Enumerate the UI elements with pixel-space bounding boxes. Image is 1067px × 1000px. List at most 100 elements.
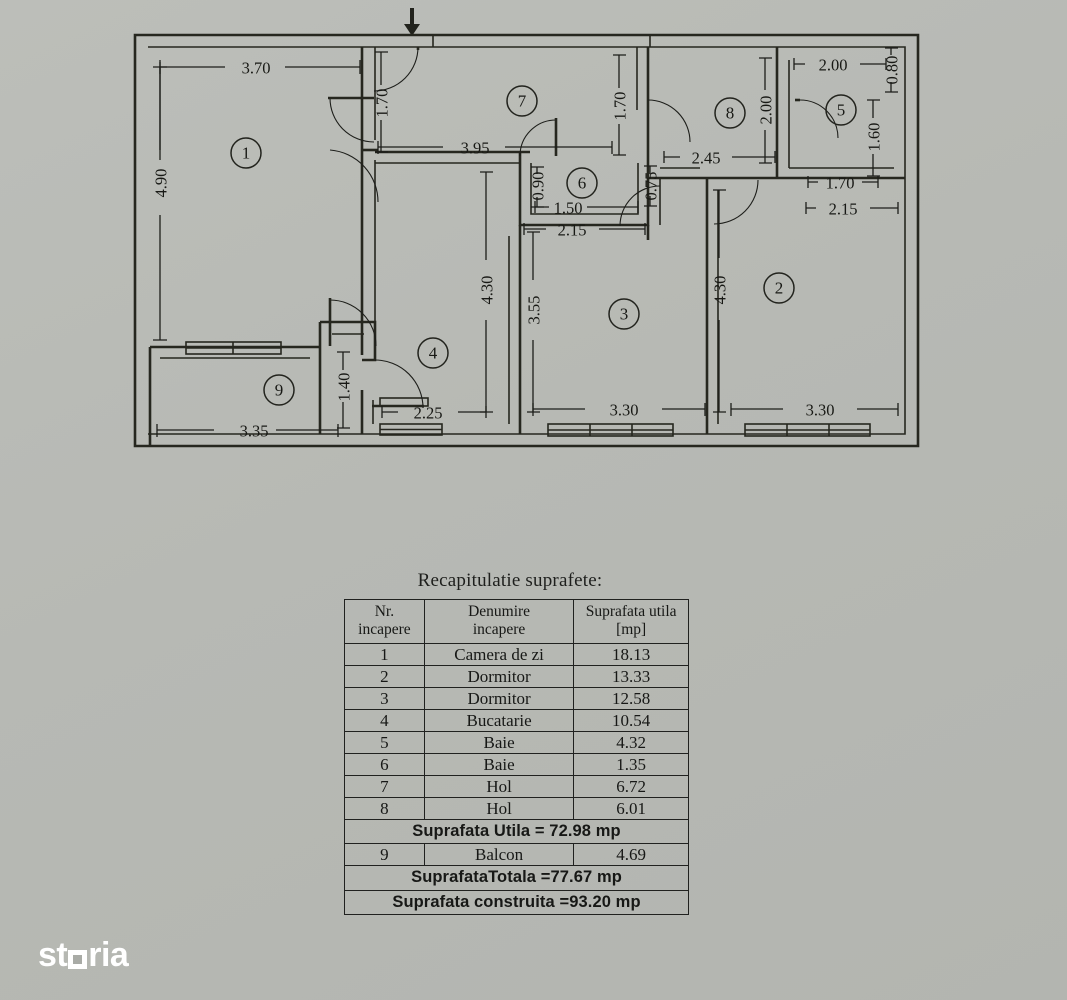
dimension-0-90: 0.90	[529, 166, 548, 208]
table-row: 2 Dormitor 13.33	[344, 664, 689, 688]
room-number-2: 2	[763, 272, 795, 304]
room-label: 6	[578, 174, 587, 193]
room-label: 5	[837, 101, 846, 120]
row-nr: 9	[344, 843, 425, 867]
dimension-value: 2.15	[829, 200, 858, 219]
room-number-9: 9	[263, 374, 295, 406]
row-name: Hol	[423, 774, 575, 798]
row-area: 10.54	[573, 708, 689, 732]
recap-title: Recapitulatie suprafete:	[417, 570, 603, 591]
dimension-3-55: 3.55	[525, 231, 544, 413]
row-nr: 7	[344, 774, 425, 798]
storia-text-ria: ria	[88, 936, 129, 974]
dimension-1-60: 1.60	[865, 99, 884, 177]
windows	[185, 341, 871, 437]
dimension-1-70-a: 1.70	[373, 51, 392, 153]
dimension-2-15-b: 2.15	[805, 200, 899, 219]
row-name: Dormitor	[423, 664, 575, 688]
recap-section: Recapitulatie suprafete: Nr. incapere De…	[330, 570, 690, 916]
recap-table-body: 1 Camera de zi 18.13 2 Dormitor 13.33 3 …	[344, 642, 689, 916]
dimension-value: 2.00	[757, 96, 776, 125]
dimension-value: 3.55	[525, 296, 544, 325]
total-row: SuprafataTotala =77.67 mp	[344, 865, 689, 891]
row-nr: 5	[344, 730, 425, 754]
table-row-balcony: 9 Balcon 4.69	[344, 843, 689, 867]
room-number-8: 8	[714, 97, 746, 129]
subtotal-utila-row: Suprafata Utila = 72.98 mp	[344, 818, 689, 845]
room-number-1: 1	[230, 137, 262, 169]
dimension-value: 3.35	[240, 422, 269, 441]
dimension-value: 1.40	[335, 373, 354, 402]
storia-square-o-icon	[68, 949, 88, 969]
header-nr-line2: incapere	[358, 620, 411, 638]
dimension-4-90: 4.90	[152, 66, 171, 341]
row-name: Dormitor	[423, 686, 575, 710]
header-sup-line1: Suprafata utila	[585, 603, 677, 620]
dimension-value: 0.75	[642, 172, 661, 201]
room-label: 7	[518, 92, 527, 111]
dimension-value: 3.30	[806, 401, 835, 420]
header-denumire-incapere: Denumire incapere	[423, 599, 575, 644]
dimension-0-80: 0.80	[883, 47, 902, 93]
dimension-value: 0.90	[529, 172, 548, 201]
room-label: 1	[242, 144, 251, 163]
row-nr: 4	[344, 708, 425, 732]
dimension-2-45: 2.45	[663, 149, 776, 168]
row-name: Baie	[423, 752, 575, 776]
dimension-3-95: 3.95	[377, 139, 613, 158]
entrance-arrow-icon	[404, 8, 420, 36]
dimension-value: 0.80	[883, 56, 902, 85]
room-number-4: 4	[417, 337, 449, 369]
row-area: 6.01	[573, 796, 689, 820]
room-label: 2	[775, 279, 784, 298]
dimension-value: 1.70	[373, 89, 392, 118]
header-suprafata-utila: Suprafata utila [mp]	[573, 599, 689, 644]
row-nr: 8	[344, 796, 425, 820]
building-outline	[133, 33, 920, 448]
header-nr-line1: Nr.	[374, 603, 395, 620]
dimension-1-40: 1.40	[335, 351, 354, 429]
dimension-value: 2.25	[414, 404, 443, 423]
room-label: 9	[275, 381, 284, 400]
dimension-4-30-a: 4.30	[478, 171, 497, 413]
storia-text-st: st	[38, 936, 68, 974]
header-sup-line2: [mp]	[616, 620, 647, 638]
room-number-5: 5	[825, 94, 857, 126]
table-row: 5 Baie 4.32	[344, 730, 689, 754]
room-number-7: 7	[506, 85, 538, 117]
row-area: 6.72	[573, 774, 689, 798]
dimension-2-25: 2.25	[381, 404, 487, 423]
dimension-1-50: 1.50	[534, 199, 639, 218]
interior-walls	[148, 47, 905, 446]
table-row: 8 Hol 6.01	[344, 796, 689, 820]
dimension-value: 3.95	[461, 139, 490, 158]
floor-plan-drawing: .w { stroke:#26271f; stroke-width:2.6; f…	[133, 8, 920, 448]
dimension-3-70: 3.70	[159, 59, 361, 160]
row-nr: 3	[344, 686, 425, 710]
room-label: 8	[726, 104, 735, 123]
table-row: 7 Hol 6.72	[344, 774, 689, 798]
doors	[328, 46, 839, 409]
room-number-6: 6	[566, 167, 598, 199]
row-name: Hol	[423, 796, 575, 820]
dimension-value: 4.30	[478, 276, 497, 305]
dimension-value: 3.70	[242, 59, 271, 78]
row-area: 12.58	[573, 686, 689, 710]
header-den-line2: incapere	[472, 620, 526, 638]
dimension-1-70-c: 1.70	[807, 174, 879, 193]
dimension-value: 4.90	[152, 169, 171, 198]
row-area: 13.33	[573, 664, 689, 688]
construita-row: Suprafata construita =93.20 mp	[344, 889, 689, 916]
dimension-value: 1.60	[865, 123, 884, 152]
row-area: 4.69	[573, 843, 689, 867]
dimension-0-75: 0.75	[642, 165, 661, 207]
row-area: 1.35	[573, 752, 689, 776]
row-nr: 6	[344, 752, 425, 776]
dimension-2-00-h: 2.00	[793, 56, 887, 75]
dimension-value: 2.15	[558, 221, 587, 240]
dimension-value: 3.30	[610, 401, 639, 420]
table-header-row: Nr. incapere Denumire incapere Suprafata…	[344, 599, 689, 644]
dimension-value: 2.00	[819, 56, 848, 75]
